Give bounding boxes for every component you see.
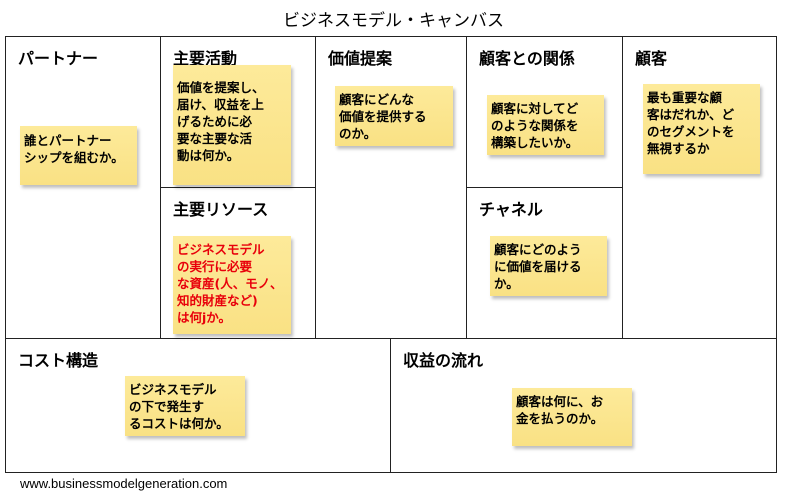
block-heading: 主要活動 [173,49,238,68]
block-value: 価値提案 [315,36,468,340]
sticky-note-relationships: 顧客に対してど のような関係を 構築したいか。 [487,95,604,155]
canvas-title: ビジネスモデル・キャンバス [283,11,504,31]
sticky-note-costs: ビジネスモデル の下で発生す るコストは何か。 [125,376,245,436]
block-heading: 収益の流れ [403,351,484,370]
block-customers: 顧客 [622,36,777,340]
sticky-note-activities: 価値を提案し、 届け、収益を上 げるために必 要な主要な活 動は何か。 [173,65,291,185]
block-partners: パートナー [5,36,162,340]
block-heading: 価値提案 [328,49,393,68]
sticky-note-revenue: 顧客は何に、お 金を払うのか。 [512,388,632,446]
block-heading: パートナー [18,49,99,68]
sticky-note-channels: 顧客にどのよう に価値を届ける か。 [490,236,607,296]
sticky-note-customers: 最も重要な顧 客はだれか、ど のセグメントを 無視するか [643,84,760,174]
block-heading: 主要リソース [173,200,269,219]
source-url: www.businessmodelgeneration.com [20,476,228,491]
block-heading: 顧客 [635,49,668,68]
block-heading: 顧客との関係 [479,49,575,68]
sticky-note-value: 顧客にどんな 価値を提供する のか。 [335,86,453,146]
sticky-note-resources: ビジネスモデル の実行に必要 な資産(人、モノ、 知的財産など) は何jか。 [173,236,291,334]
block-heading: コスト構造 [18,351,99,370]
sticky-note-partners: 誰とパートナー シップを組むか。 [20,126,137,185]
block-heading: チャネル [479,200,543,219]
